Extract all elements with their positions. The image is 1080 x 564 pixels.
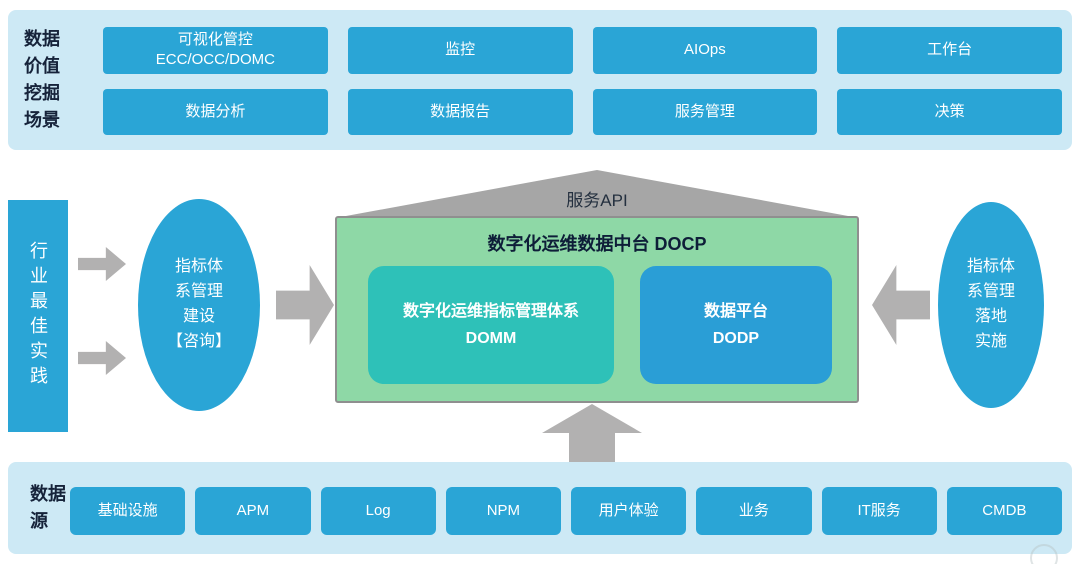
docp-platform-title: 数字化运维数据中台 DOCP <box>487 234 707 254</box>
dodp-box: 数据平台 DODP <box>640 266 832 384</box>
scenario-grid: 可视化管控 ECC/OCC/DOMC 监控 AIOps 工作台 数据分析 数据报… <box>103 27 1062 135</box>
arrow-right-icon <box>78 341 126 375</box>
scenario-button-service-management: 服务管理 <box>592 88 818 135</box>
scenario-button-monitoring: 监控 <box>347 27 573 74</box>
source-button-apm: APM <box>195 487 311 535</box>
service-api-label: 服务API <box>566 191 628 210</box>
watermark-logo <box>1030 544 1058 564</box>
scenario-button-aiops: AIOps <box>592 27 818 74</box>
data-source-band: 数据 源 基础设施 APM Log NPM 用户体验 业务 IT服务 CMDB <box>8 462 1072 554</box>
scenario-band: 数据 价值 挖掘 场景 可视化管控 ECC/OCC/DOMC 监控 AIOps … <box>8 10 1072 150</box>
scenario-button-data-analysis: 数据分析 <box>103 88 328 135</box>
scenario-button-visual-control: 可视化管控 ECC/OCC/DOMC <box>103 27 328 74</box>
docp-platform-panel: 数字化运维数据中台 DOCP 数字化运维指标管理体系 DOMM 数据平台 DOD… <box>335 216 859 403</box>
arrow-right-icon <box>78 247 126 281</box>
scenario-button-data-report: 数据报告 <box>347 88 573 135</box>
scenario-button-workbench: 工作台 <box>837 27 1062 74</box>
source-button-user-experience: 用户体验 <box>571 487 687 535</box>
consulting-ellipse: 指标体 系管理 建设 【咨询】 <box>138 199 260 411</box>
platform-house: 服务API 数字化运维数据中台 DOCP 数字化运维指标管理体系 DOMM 数据… <box>335 170 859 403</box>
source-button-log: Log <box>320 487 436 535</box>
industry-best-practice-bar: 行业最佳实践 <box>8 200 68 432</box>
arrow-right-icon <box>276 265 334 345</box>
source-button-npm: NPM <box>445 487 561 535</box>
source-button-it-service: IT服务 <box>821 487 937 535</box>
source-button-infrastructure: 基础设施 <box>70 487 186 535</box>
data-source-grid: 基础设施 APM Log NPM 用户体验 业务 IT服务 CMDB <box>70 487 1062 535</box>
scenario-band-label: 数据 价值 挖掘 场景 <box>24 29 60 130</box>
implementation-ellipse: 指标体 系管理 落地 实施 <box>938 202 1044 408</box>
source-button-business: 业务 <box>696 487 812 535</box>
scenario-button-decision: 决策 <box>837 88 1062 135</box>
source-button-cmdb: CMDB <box>946 487 1062 535</box>
arrow-left-icon <box>872 265 930 345</box>
arrow-up-icon <box>542 404 642 462</box>
domm-box: 数字化运维指标管理体系 DOMM <box>368 266 614 384</box>
data-source-band-label: 数据 源 <box>30 484 66 531</box>
